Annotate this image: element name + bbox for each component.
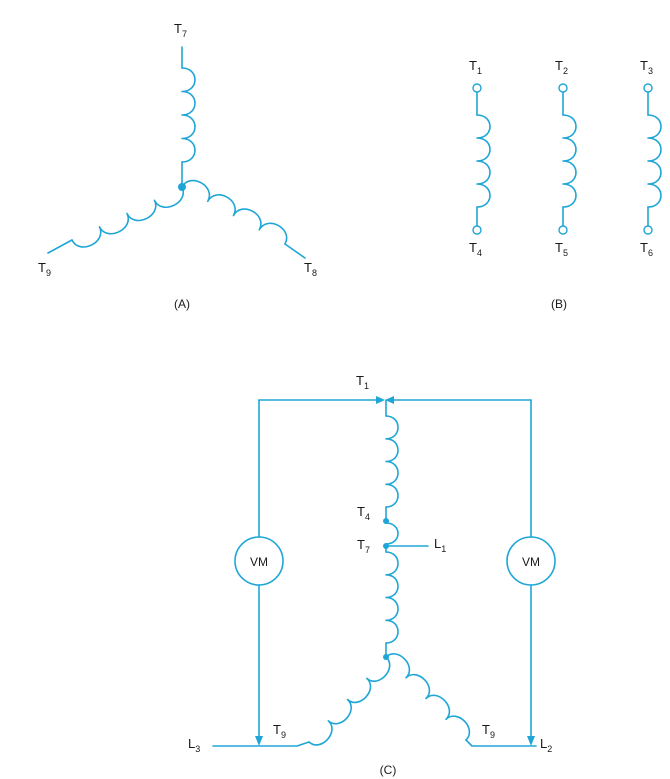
c-arrow-left-into-t1 bbox=[376, 396, 385, 404]
a-label-t9: T9 bbox=[38, 260, 51, 278]
b-terminal-t4 bbox=[472, 225, 482, 235]
a-t7-coil bbox=[181, 67, 196, 163]
c-label-t9-right: T9 bbox=[482, 722, 495, 740]
b-caption: (B) bbox=[551, 297, 567, 311]
b-label-t6: T6 bbox=[640, 240, 653, 258]
b-w1-coil bbox=[476, 114, 491, 208]
b-label-t4: T4 bbox=[469, 240, 482, 258]
a-t8-lead bbox=[284, 243, 306, 259]
diagram-a: T7 T9 T8 (A) bbox=[38, 21, 317, 311]
b-w3-coil bbox=[647, 114, 662, 208]
c-left-voltmeter-label: VM bbox=[250, 555, 268, 569]
c-l3-wire bbox=[212, 741, 310, 747]
b-terminal-t1 bbox=[472, 83, 482, 93]
b-terminal-t6 bbox=[643, 225, 653, 235]
b-w2-coil bbox=[562, 114, 577, 208]
c-t1-t4-coil bbox=[385, 415, 399, 508]
b-label-t1: T1 bbox=[469, 58, 482, 76]
c-caption: (C) bbox=[380, 763, 397, 777]
c-label-t1: T1 bbox=[356, 373, 369, 391]
a-caption: (A) bbox=[174, 297, 190, 311]
c-right-t9-coil bbox=[385, 653, 471, 741]
diagram-b: T1 T2 T3 T4 T5 T6 (B) bbox=[469, 58, 662, 311]
c-arrow-right-into-t1 bbox=[385, 396, 394, 404]
a-label-t7: T7 bbox=[174, 21, 187, 39]
c-label-l1: L1 bbox=[434, 536, 446, 554]
c-t7-coil bbox=[385, 551, 399, 644]
a-t8-coil bbox=[181, 179, 288, 245]
c-label-t9-left: T9 bbox=[273, 722, 286, 740]
c-label-l3: L3 bbox=[188, 736, 200, 754]
b-label-t2: T2 bbox=[555, 58, 568, 76]
a-t9-lead bbox=[47, 239, 73, 254]
b-label-t5: T5 bbox=[555, 240, 568, 258]
c-arrow-left-down bbox=[255, 736, 263, 746]
c-label-t7: T7 bbox=[357, 537, 370, 555]
b-label-t3: T3 bbox=[640, 58, 653, 76]
b-terminal-t5 bbox=[558, 225, 568, 235]
b-terminal-t3 bbox=[643, 83, 653, 93]
c-right-voltmeter-label: VM bbox=[522, 555, 540, 569]
diagram-c: VM VM T1 T4 T7 L1 T9 T9 L3 bbox=[188, 373, 556, 777]
c-arrow-right-down bbox=[527, 736, 535, 746]
c-label-l2: L2 bbox=[540, 736, 552, 754]
a-label-t8: T8 bbox=[304, 260, 317, 278]
c-l2-wire bbox=[465, 739, 537, 747]
c-t4-t7-jumper bbox=[385, 522, 399, 545]
b-terminal-t2 bbox=[558, 83, 568, 93]
c-label-t4: T4 bbox=[357, 504, 370, 522]
c-left-t9-coil bbox=[308, 656, 391, 746]
a-t9-coil bbox=[71, 186, 185, 248]
